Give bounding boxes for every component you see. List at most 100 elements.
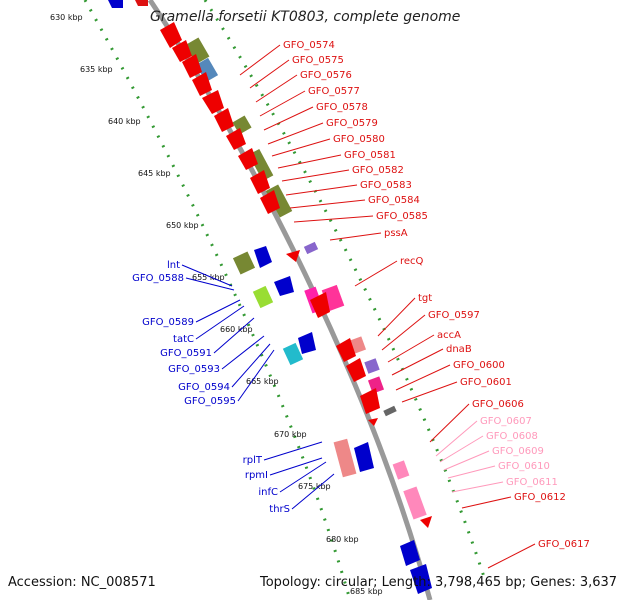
gene-block <box>185 37 210 65</box>
gene-block <box>392 460 410 480</box>
scale-label: 675 kbp <box>298 482 331 491</box>
gene-label: GFO_0574 <box>283 40 335 51</box>
gene-label: GFO_0582 <box>352 165 404 176</box>
label-leader-line <box>263 106 314 131</box>
label-leader-line <box>195 299 241 323</box>
gene-label: GFO_0600 <box>453 360 505 371</box>
gene-block <box>367 376 385 394</box>
gene-label: GFO_0581 <box>344 150 396 161</box>
label-leader-line <box>267 122 324 145</box>
label-leader-line <box>429 403 470 443</box>
scale-label: 680 kbp <box>326 535 359 544</box>
gene-arrow <box>360 388 380 414</box>
label-leader-line <box>395 364 451 391</box>
gene-label: GFO_0617 <box>538 539 590 550</box>
gene-arrow <box>368 418 378 426</box>
label-leader-line <box>277 154 342 169</box>
label-leader-line <box>291 473 335 510</box>
gene-arrow <box>238 148 258 170</box>
gene-label: GFO_0608 <box>486 431 538 442</box>
label-leader-line <box>259 90 306 117</box>
label-leader-line <box>293 215 374 223</box>
label-leader-line <box>435 420 478 457</box>
gene-block <box>364 358 380 374</box>
gene-label: GFO_0578 <box>316 102 368 113</box>
gene-block <box>383 405 397 417</box>
gene-label: GFO_0580 <box>333 134 385 145</box>
label-leader-line <box>239 44 281 76</box>
scale-label: 670 kbp <box>274 430 307 439</box>
gene-label: infC <box>258 487 278 498</box>
gene-arrow <box>250 170 270 194</box>
label-leader-line <box>255 74 298 103</box>
gene-label: GFO_0585 <box>376 211 428 222</box>
gene-arrow <box>160 22 182 48</box>
left-gene-labels: lntGFO_0588GFO_0589tatCGFO_0591GFO_0593G… <box>132 260 335 515</box>
gene-label: tgt <box>418 293 432 304</box>
gene-label: recQ <box>400 256 424 267</box>
gene-block <box>195 57 219 83</box>
gene-label: GFO_0575 <box>292 55 344 66</box>
label-leader-line <box>271 138 331 157</box>
gene-label: GFO_0576 <box>300 70 352 81</box>
gene-arrow <box>336 338 356 362</box>
gene-label: GFO_0594 <box>178 382 230 393</box>
gene-label: GFO_0595 <box>184 396 236 407</box>
gene-arrow <box>346 358 366 382</box>
gene-block <box>282 342 304 366</box>
label-leader-line <box>181 264 233 287</box>
label-leader-line <box>285 184 358 196</box>
label-leader-line <box>381 314 426 351</box>
label-leader-line <box>354 260 398 287</box>
gene-label: GFO_0591 <box>160 348 212 359</box>
label-leader-line <box>231 343 271 388</box>
gene-blocks <box>108 0 432 594</box>
gene-arrow <box>192 72 212 96</box>
gene-arrow <box>400 540 420 566</box>
label-leader-line <box>387 334 435 363</box>
gene-label: rpmI <box>245 470 268 481</box>
topology-text: Topology: circular; Length: 3,798,465 bp… <box>260 575 617 590</box>
gene-block <box>403 486 427 520</box>
gene-block <box>232 251 256 275</box>
gene-block <box>252 285 274 309</box>
label-leader-line <box>281 169 350 182</box>
gene-label: GFO_0601 <box>460 377 512 388</box>
scale-label: 660 kbp <box>220 325 253 334</box>
scale-label: 665 kbp <box>246 377 279 386</box>
gene-arrow <box>254 246 272 268</box>
gene-block <box>303 241 319 255</box>
gene-arrow <box>260 190 280 214</box>
gene-label: GFO_0611 <box>506 477 558 488</box>
gene-label: pssA <box>384 228 408 239</box>
gene-arrow <box>420 516 432 528</box>
gene-label: GFO_0607 <box>480 416 532 427</box>
gene-label: GFO_0583 <box>360 180 412 191</box>
label-leader-line <box>213 317 255 354</box>
gene-arrow <box>274 276 294 296</box>
label-leader-line <box>487 543 536 569</box>
label-leader-line <box>289 199 366 209</box>
label-leader-line <box>237 349 275 402</box>
gene-label: GFO_0588 <box>132 273 184 284</box>
scale-label: 630 kbp <box>50 13 83 22</box>
gene-label: GFO_0606 <box>472 399 524 410</box>
label-leader-line <box>401 381 458 403</box>
label-leader-line <box>221 335 265 370</box>
gene-arrow <box>108 0 123 8</box>
label-leader-line <box>185 277 235 291</box>
gene-label: GFO_0597 <box>428 310 480 321</box>
gene-arrow <box>286 250 300 262</box>
gene-label: GFO_0593 <box>168 364 220 375</box>
gene-arrow <box>310 292 330 318</box>
gene-label: GFO_0609 <box>492 446 544 457</box>
label-leader-line <box>279 461 327 493</box>
gene-arrow <box>135 0 148 6</box>
label-leader-line <box>461 496 512 509</box>
gene-label: GFO_0589 <box>142 317 194 328</box>
label-leader-line <box>443 450 490 471</box>
gene-label: GFO_0579 <box>326 118 378 129</box>
gene-arrow <box>354 442 374 472</box>
